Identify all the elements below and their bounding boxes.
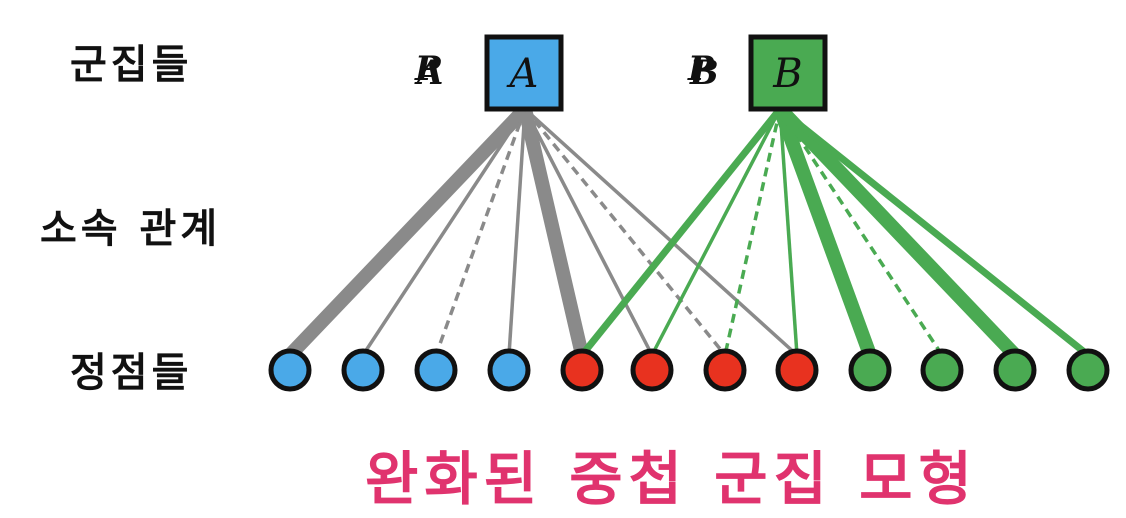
vertex-0 <box>268 348 312 392</box>
cluster-a-side-label: P <box>414 49 442 89</box>
edge-a-4 <box>518 107 589 357</box>
edge-a-5 <box>523 108 654 356</box>
cluster-b-side-label: P <box>687 49 715 89</box>
edge-a-6 <box>523 107 727 357</box>
vertex-3 <box>487 348 531 392</box>
edge-b-6 <box>723 108 782 356</box>
edge-a-0 <box>284 104 531 360</box>
edge-a-7 <box>523 107 799 357</box>
edge-b-7 <box>778 108 799 356</box>
vertex-9 <box>920 348 964 392</box>
clusters-row-label: 군집들 <box>70 42 193 88</box>
vertex-4 <box>560 348 604 392</box>
vertex-8 <box>848 348 892 392</box>
vertices-row-label: 정점들 <box>70 350 193 396</box>
edge-b-10 <box>774 104 1021 360</box>
vertex-nodes <box>268 348 1110 392</box>
vertex-6 <box>703 348 747 392</box>
edge-a-2 <box>434 108 527 356</box>
cluster-a-box <box>484 34 564 112</box>
cluster-a-side-label-overlay: A <box>414 53 443 93</box>
vertex-7 <box>775 348 819 392</box>
edge-b-4 <box>579 106 783 358</box>
edge-b-11 <box>777 106 1091 358</box>
diagram-caption: 완화된 중첩 군집 모형 <box>365 445 978 513</box>
edge-b-5 <box>650 108 782 356</box>
edge-a-3 <box>507 108 527 356</box>
cluster-a-label: A <box>506 51 539 97</box>
edge-b-9 <box>778 108 944 356</box>
vertex-1 <box>341 348 385 392</box>
cluster-b-side-label-overlay: B <box>689 53 719 93</box>
edge-a-1 <box>361 108 527 356</box>
membership-row-label: 소속 관계 <box>40 206 222 252</box>
cluster-b-label: B <box>772 51 802 97</box>
vertex-10 <box>993 348 1037 392</box>
edge-b-8 <box>773 106 877 358</box>
cluster-b-box <box>748 34 828 112</box>
vertex-11 <box>1066 348 1110 392</box>
membership-edges <box>284 104 1091 360</box>
vertex-2 <box>414 348 458 392</box>
vertex-5 <box>630 348 674 392</box>
